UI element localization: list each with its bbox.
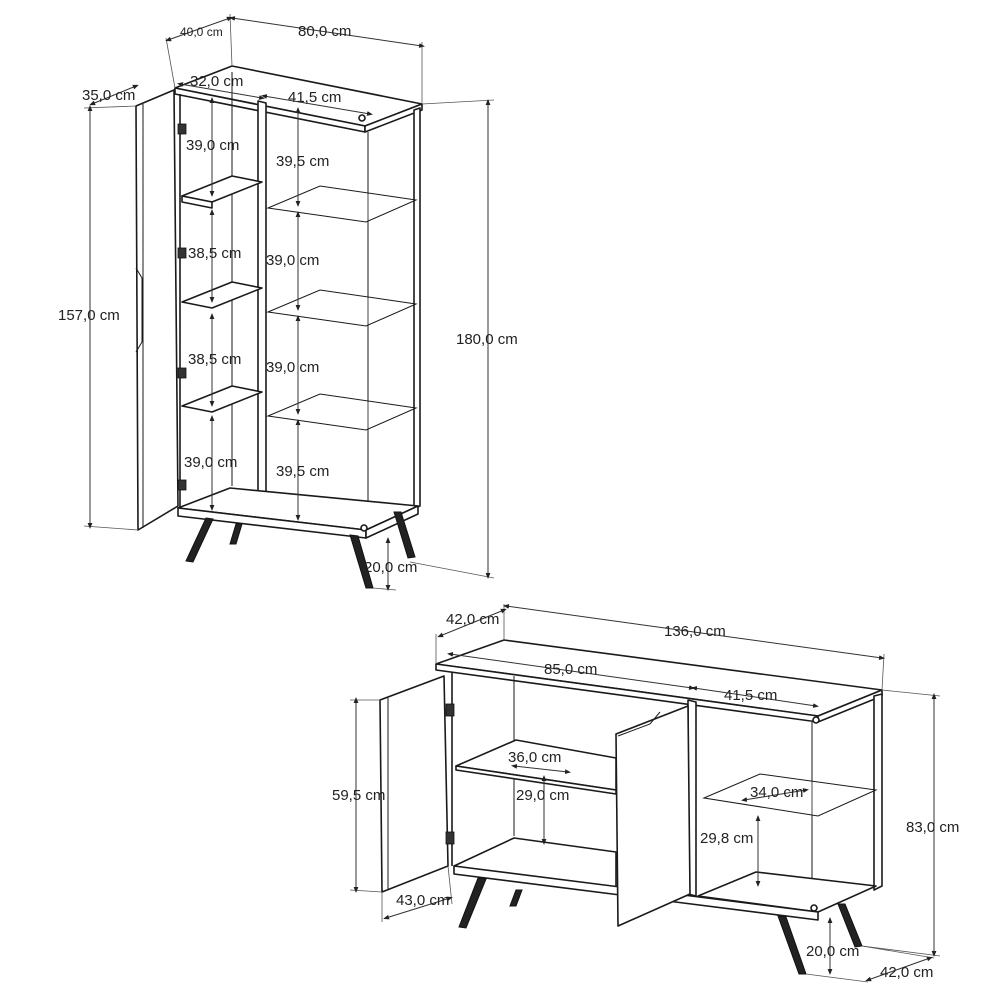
sideboard-left-shelf-depth-dim-line bbox=[511, 763, 571, 775]
right-shelf-4-label: 39,5 cm bbox=[276, 463, 329, 480]
right-glass-shelf-2 bbox=[266, 289, 418, 327]
left-shelf-4-label: 39,0 cm bbox=[184, 454, 237, 471]
cabinet-depth-label: 40,0 cm bbox=[180, 25, 223, 39]
sideboard-depth-dim-line bbox=[437, 608, 507, 638]
cabinet-open-door bbox=[135, 89, 179, 531]
sideboard-right-width-dim-line bbox=[691, 686, 819, 708]
sideboard-right-shelf-height-label: 29,8 cm bbox=[700, 830, 753, 847]
sideboard-left-shelf-depth-label: 36,0 cm bbox=[508, 749, 561, 766]
sideboard-right-shelf-depth-label: 34,0 cm bbox=[750, 784, 803, 801]
cabinet-width-dim-line bbox=[229, 16, 425, 48]
cabinet-right-width-dim-line bbox=[261, 94, 373, 116]
cabinet-hinge-4 bbox=[177, 479, 187, 491]
left-shelf-3-label: 38,5 cm bbox=[188, 351, 241, 368]
sideboard: 42,0 cm 136,0 cm 85,0 cm 41,5 cm 36,0 cm… bbox=[332, 604, 959, 983]
cabinet-glass-clip-top bbox=[358, 114, 366, 122]
left-shelf-2-label: 38,5 cm bbox=[188, 245, 241, 262]
right-shelf-1-label: 39,5 cm bbox=[276, 153, 329, 170]
sideboard-depth-label: 42,0 cm bbox=[446, 611, 499, 628]
sideboard-door-height-label: 59,5 cm bbox=[332, 787, 385, 804]
sideboard-depth-bottom-dim-line bbox=[865, 956, 933, 982]
sideboard-leg-back-right bbox=[837, 903, 863, 948]
cabinet-door-handle-groove bbox=[135, 267, 143, 353]
sideboard-middle-door-handle bbox=[617, 711, 661, 737]
cabinet-door-depth-label: 35,0 cm bbox=[82, 87, 135, 104]
left-shelf-1-label: 39,0 cm bbox=[186, 137, 239, 154]
sideboard-left-width-label: 85,0 cm bbox=[544, 661, 597, 678]
sideboard-right-width-label: 41,5 cm bbox=[724, 687, 777, 704]
cabinet-leg-front-left bbox=[185, 517, 214, 563]
cabinet-top-side-edge bbox=[364, 103, 423, 133]
cabinet-center-divider bbox=[257, 100, 267, 523]
right-shelf-2-label: 39,0 cm bbox=[266, 252, 319, 269]
left-shelf-1-edge bbox=[181, 195, 213, 209]
sideboard-hinge-bottom bbox=[445, 831, 455, 845]
cabinet-glass-clip-bottom bbox=[360, 524, 368, 532]
sideboard-total-height-label: 83,0 cm bbox=[906, 819, 959, 836]
sideboard-leg-height-label: 20,0 cm bbox=[806, 943, 859, 960]
right-glass-shelf-3 bbox=[266, 393, 418, 431]
cabinet-left-width-dim-line bbox=[177, 82, 265, 100]
cabinet-width-label: 80,0 cm bbox=[298, 23, 351, 40]
cabinet-total-height-label: 180,0 cm bbox=[456, 331, 518, 348]
sideboard-door-depth-dim-line bbox=[383, 896, 453, 920]
cabinet-hinge-1 bbox=[177, 123, 187, 135]
cabinet-right-side bbox=[413, 107, 421, 509]
cabinet-leg-back-left bbox=[229, 523, 243, 545]
sideboard-middle-door bbox=[615, 705, 691, 927]
sideboard-left-shelf-height-label: 29,0 cm bbox=[516, 787, 569, 804]
cabinet-right-width-label: 41,5 cm bbox=[288, 89, 341, 106]
cabinet-leg-height-label: 20,0 cm bbox=[364, 559, 417, 576]
sideboard-hinge-top bbox=[445, 703, 455, 717]
sideboard-left-open-door bbox=[379, 675, 449, 893]
cabinet-hinge-2 bbox=[177, 247, 187, 259]
left-shelf-2 bbox=[181, 281, 263, 309]
right-glass-shelf-1 bbox=[266, 185, 418, 223]
sideboard-door-depth-label: 43,0 cm bbox=[396, 892, 449, 909]
sideboard-depth-bottom-label: 42,0 cm bbox=[880, 964, 933, 981]
sideboard-leg-front-left bbox=[458, 877, 487, 929]
sideboard-glass-clip-bottom bbox=[810, 904, 818, 912]
cabinet-door-depth-dim-line bbox=[89, 84, 139, 106]
sideboard-leg-front-right bbox=[777, 915, 807, 975]
sideboard-right-side bbox=[873, 693, 883, 891]
cabinet-left-width-label: 32,0 cm bbox=[190, 73, 243, 90]
cabinet-hinge-3 bbox=[177, 367, 187, 379]
sideboard-right-shelf-depth-dim-line bbox=[741, 788, 809, 802]
sideboard-glass-clip-top bbox=[812, 716, 820, 724]
sideboard-leg-back-left bbox=[509, 889, 523, 907]
sideboard-left-width-dim-line bbox=[447, 652, 695, 690]
sideboard-width-label: 136,0 cm bbox=[664, 623, 726, 640]
cabinet-door-height-label: 157,0 cm bbox=[58, 307, 120, 324]
tall-display-cabinet: 40,0 cm 80,0 cm 32,0 cm 41,5 cm 35,0 cm … bbox=[58, 13, 518, 591]
cabinet-depth-dim-line bbox=[165, 16, 233, 42]
cabinet-leg-back-right bbox=[393, 511, 416, 559]
left-shelf-3 bbox=[181, 385, 263, 413]
right-shelf-3-label: 39,0 cm bbox=[266, 359, 319, 376]
sideboard-width-dim-line bbox=[503, 604, 885, 660]
